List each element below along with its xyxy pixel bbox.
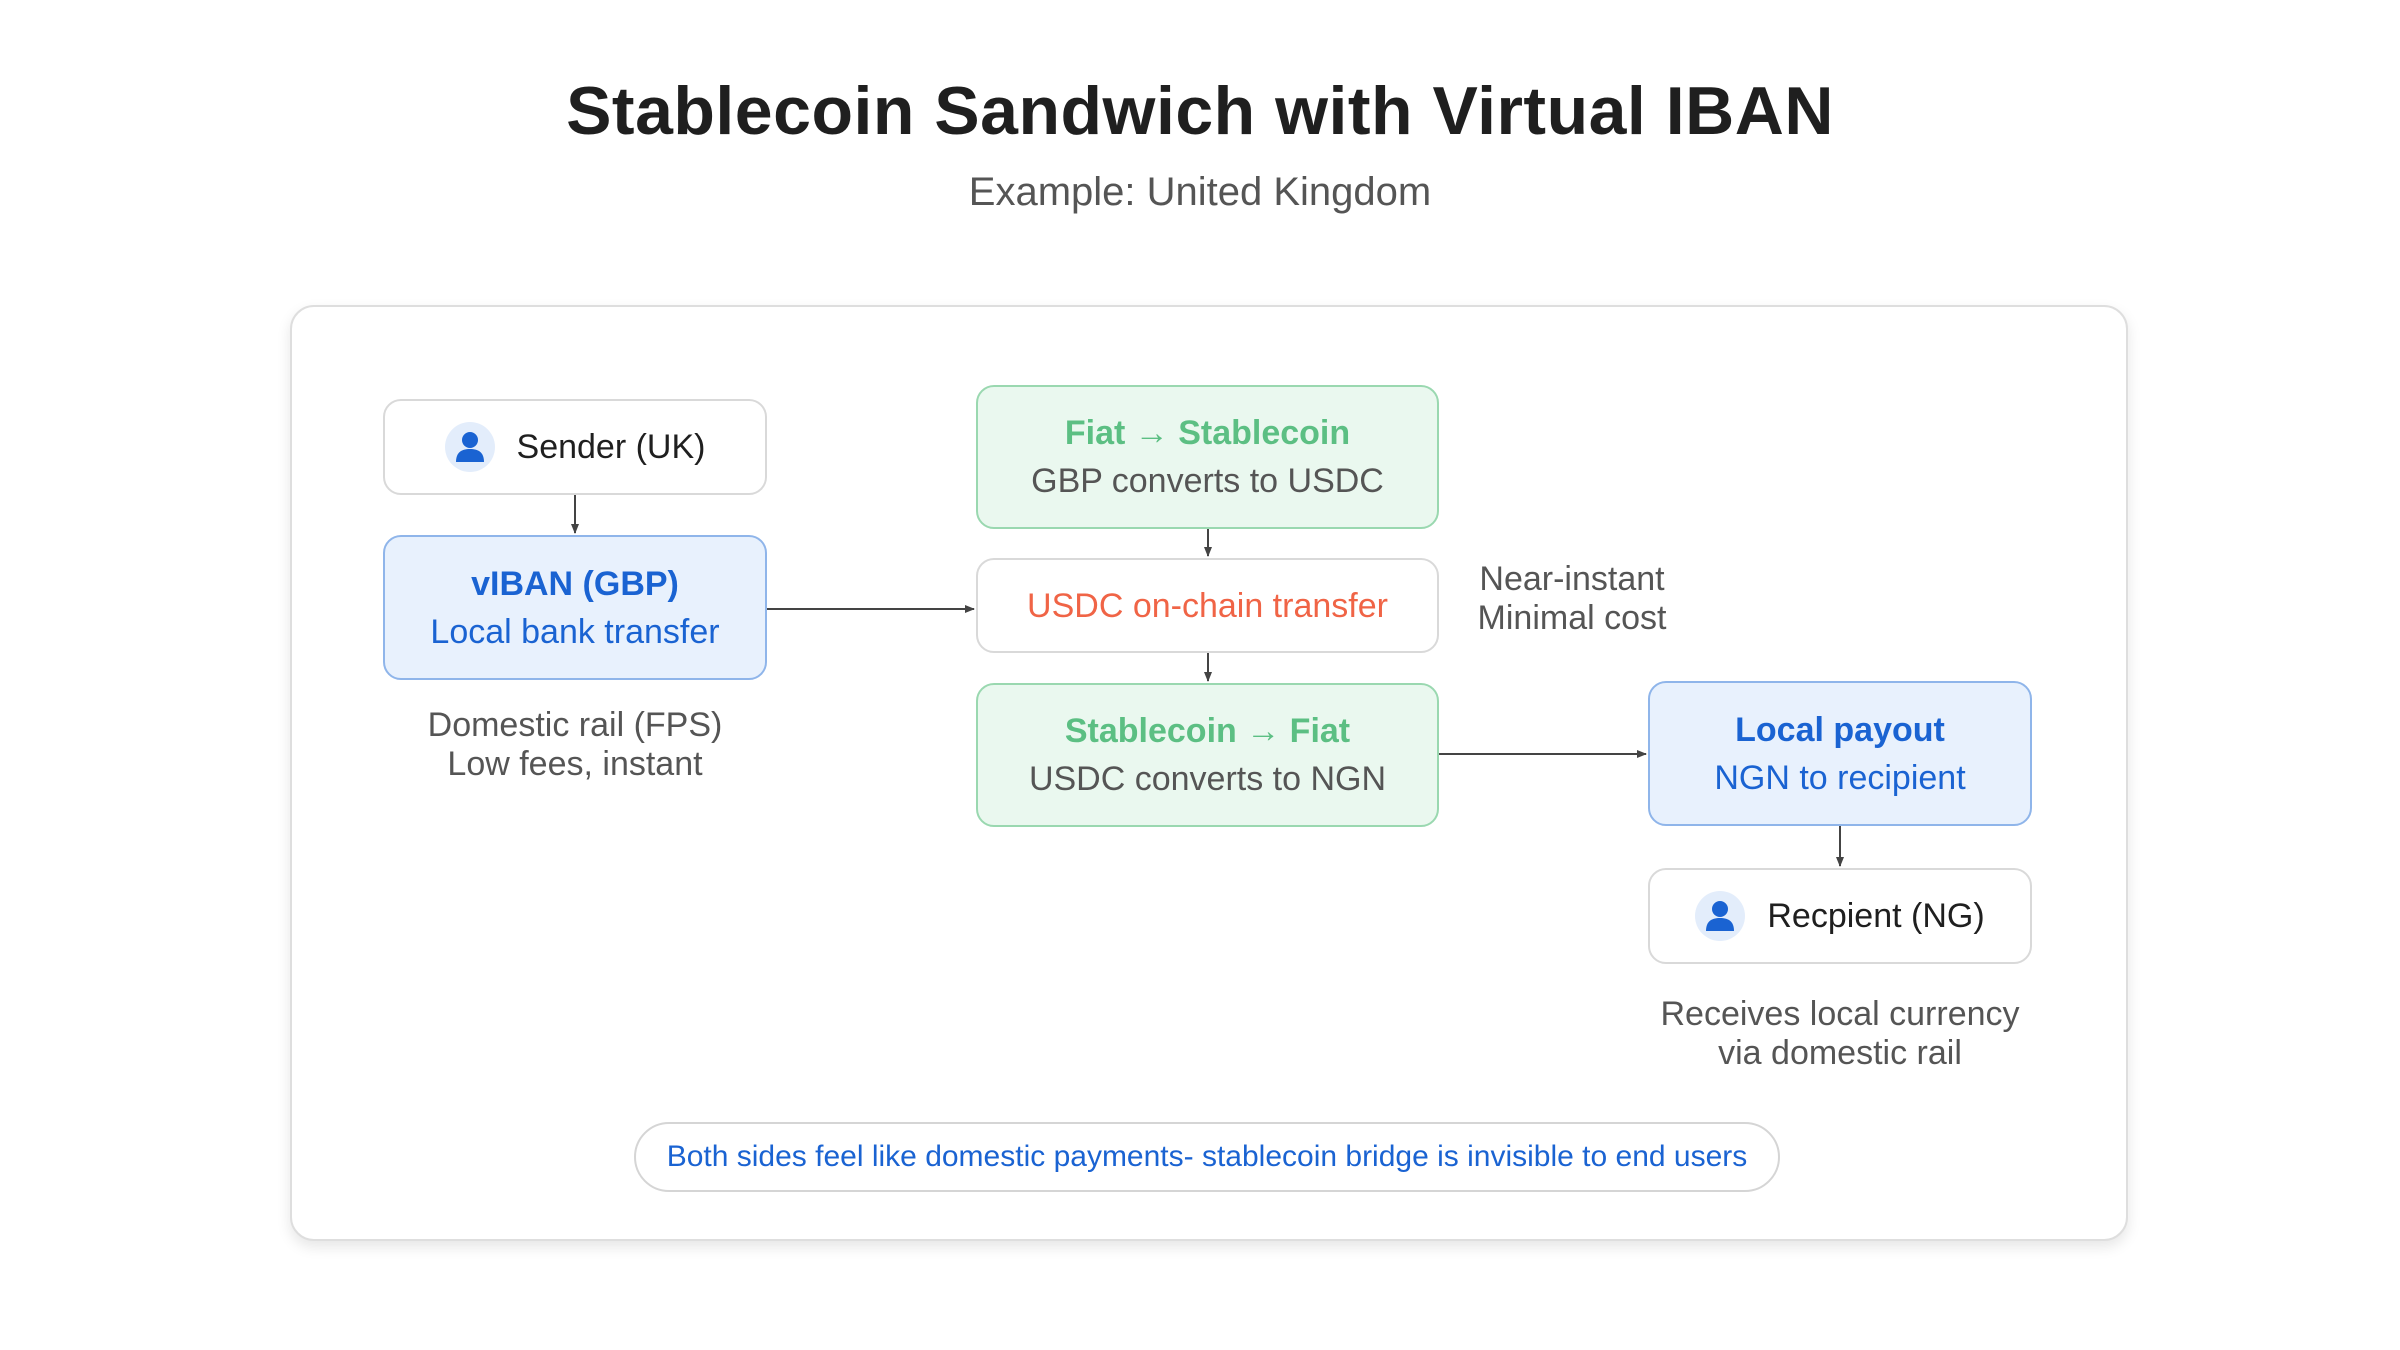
person-icon <box>444 422 495 472</box>
receives-note-line2: via domestic rail <box>1718 1034 1962 1072</box>
sender-label: Sender (UK) <box>516 428 706 466</box>
onchain-note-line2: Minimal cost <box>1477 599 1667 637</box>
recipient-node: Recpient (NG) <box>1648 868 2032 964</box>
onchain-note: Near-instant Minimal cost <box>1462 560 1682 638</box>
receives-note: Receives local currency via domestic rai… <box>1620 995 2060 1073</box>
summary-banner: Both sides feel like domestic payments- … <box>634 1122 1780 1192</box>
stablecoin-to-fiat-node: Stablecoin → Fiat USDC converts to NGN <box>976 683 1439 827</box>
stablecoin-to-fiat-title: Stablecoin → Fiat <box>1064 712 1351 750</box>
local-payout-subtitle: NGN to recipient <box>1714 758 1966 797</box>
fiat-to-stablecoin-subtitle: GBP converts to USDC <box>1031 462 1384 500</box>
onchain-note-line1: Near-instant <box>1479 560 1665 598</box>
domestic-rail-note: Domestic rail (FPS) Low fees, instant <box>383 706 767 784</box>
stablecoin-to-fiat-subtitle: USDC converts to NGN <box>1028 760 1387 798</box>
fiat-to-stablecoin-node: Fiat → Stablecoin GBP converts to USDC <box>976 385 1439 529</box>
local-payout-title: Local payout <box>1735 710 1945 749</box>
local-payout-node: Local payout NGN to recipient <box>1648 681 2032 826</box>
page-subtitle: Example: United Kingdom <box>968 170 1432 214</box>
viban-subtitle: Local bank transfer <box>430 612 720 651</box>
summary-banner-text: Both sides feel like domestic payments- … <box>666 1140 1748 1173</box>
recipient-label: Recpient (NG) <box>1767 897 1985 935</box>
page-title: Stablecoin Sandwich with Virtual IBAN <box>566 73 1834 149</box>
receives-note-line1: Receives local currency <box>1660 995 2020 1033</box>
fiat-to-stablecoin-title: Fiat → Stablecoin <box>1064 414 1351 452</box>
sender-node: Sender (UK) <box>383 399 767 495</box>
person-icon <box>1695 891 1746 941</box>
viban-title: vIBAN (GBP) <box>471 564 679 603</box>
viban-node: vIBAN (GBP) Local bank transfer <box>383 535 767 680</box>
domestic-note-line1: Domestic rail (FPS) <box>427 706 723 744</box>
domestic-note-line2: Low fees, instant <box>447 745 703 783</box>
usdc-onchain-node: USDC on-chain transfer <box>976 558 1439 653</box>
usdc-onchain-title: USDC on-chain transfer <box>1027 586 1388 625</box>
